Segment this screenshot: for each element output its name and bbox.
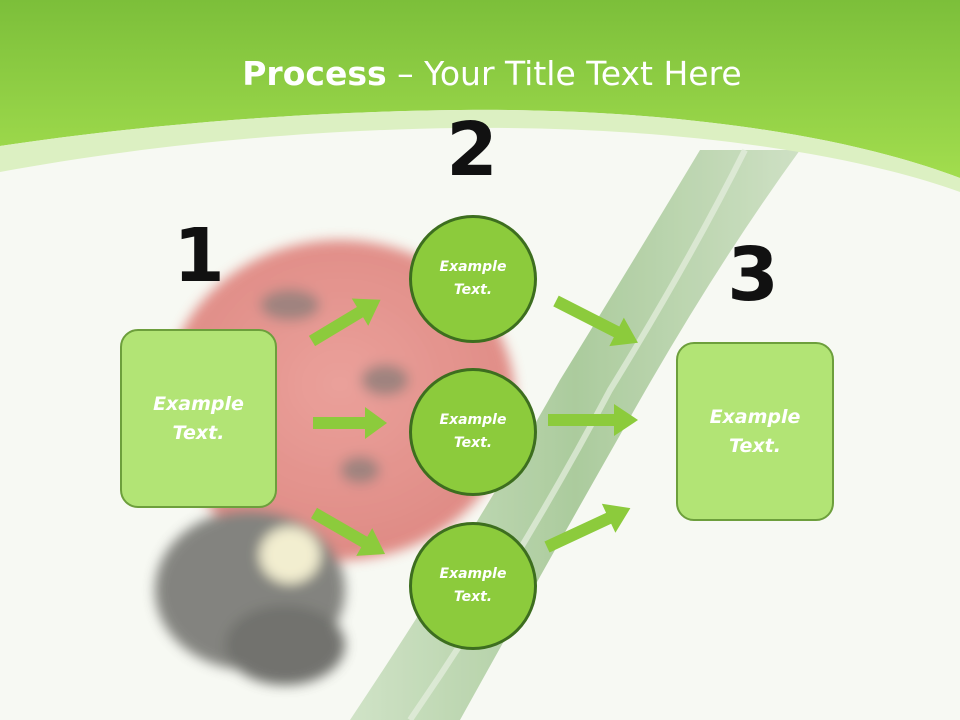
arrow-from-circle-3 [544,503,631,553]
header-swoosh [0,109,960,192]
circle-3: Example Text. [409,522,537,650]
header-band [0,0,960,178]
arrow-from-circle-2 [548,404,638,436]
circle-3-line2: Text. [453,589,493,605]
step-number-1: 1 [173,213,225,299]
circle-1-line1: Example [439,259,507,275]
arrow-to-circle-3 [311,507,386,556]
circle-1: Example Text. [409,215,537,343]
circle-2-label: Example Text. [440,409,507,455]
circle-2-line2: Text. [453,435,493,451]
left-text-box-line2: Text. [172,421,225,444]
left-text-box: Example Text. [120,329,277,508]
right-text-box-line2: Text. [729,434,781,457]
circle-1-line2: Text. [453,282,493,298]
left-text-box-label: Example Text. [153,390,244,448]
step-number-3: 3 [727,232,779,318]
arrow-from-circle-1 [553,295,638,347]
arrow-to-circle-1 [308,298,381,347]
circle-3-label: Example Text. [440,563,507,609]
page-title: Process – Your Title Text Here [0,52,960,96]
circle-2: Example Text. [409,368,537,496]
circle-2-line1: Example [439,412,507,428]
title-bold: Process [242,54,387,93]
left-text-box-line1: Example [153,392,244,415]
step-number-2: 2 [446,107,498,193]
arrow-to-circle-2 [313,407,387,439]
title-rest: – Your Title Text Here [386,54,742,93]
right-text-box-line1: Example [709,405,801,428]
right-text-box: Example Text. [676,342,834,521]
right-text-box-label: Example Text. [710,403,801,461]
circle-1-label: Example Text. [440,256,507,302]
circle-3-line1: Example [439,566,507,582]
